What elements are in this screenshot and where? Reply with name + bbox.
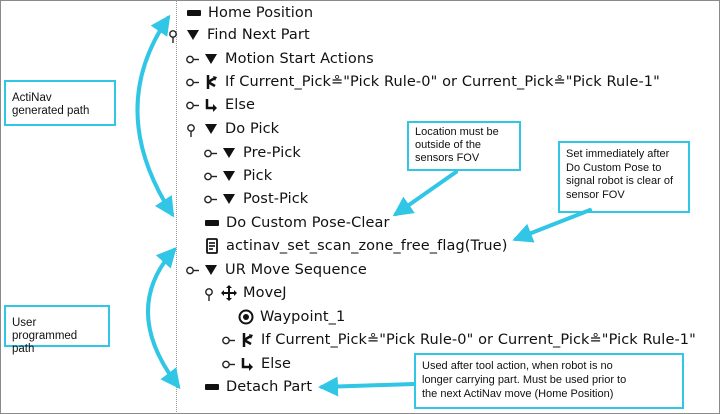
tree-row-label: Else	[225, 97, 256, 113]
bar-icon	[204, 379, 220, 395]
callout-text: sensor FOV	[566, 188, 625, 201]
callout-text: User programmed	[12, 317, 78, 342]
tree-row-script-call[interactable]: actinav_set_scan_zone_free_flag(True)	[204, 235, 507, 257]
tree-row-ur-move-sequence[interactable]: UR Move Sequence	[186, 259, 367, 281]
tree-row-label: Detach Part	[226, 379, 313, 395]
callout-text: path	[12, 343, 35, 355]
tree-row-if-condition[interactable]: If Current_Pick≗"Pick Rule-0" or Current…	[186, 71, 660, 93]
tree-row-post-pick[interactable]: Post-Pick	[204, 188, 308, 210]
tree-row-label: Find Next Part	[207, 27, 310, 43]
tree-row-label: Do Custom Pose-Clear	[226, 215, 390, 231]
expand-toggle-icon[interactable]	[186, 54, 199, 65]
waypoint-target-icon	[238, 309, 254, 325]
expand-toggle-icon[interactable]	[204, 171, 217, 182]
tree-row-label: Waypoint_1	[260, 309, 346, 325]
collapse-toggle-icon[interactable]	[168, 29, 179, 43]
script-icon	[204, 238, 220, 254]
tree-row-home-position[interactable]: Home Position	[186, 2, 313, 24]
tree-row-label: Pre-Pick	[243, 145, 301, 161]
tree-row-find-next-part[interactable]: Find Next Part	[168, 24, 310, 46]
callout-text: the next ActiNav move (Home Position)	[422, 388, 614, 400]
tree-row-movej[interactable]: MoveJ	[204, 282, 287, 304]
tree-row-do-pick[interactable]: Do Pick	[186, 118, 279, 140]
triangle-icon	[203, 262, 219, 278]
callout-text: Location must be	[415, 126, 499, 138]
bar-icon	[186, 5, 202, 21]
tree-row-detach-part[interactable]: Detach Part	[204, 376, 312, 398]
tree-row-label: If Current_Pick≗"Pick Rule-0" or Current…	[225, 74, 660, 90]
callout-text: generated path	[12, 105, 90, 117]
callout-actinav-generated-path: ActiNav generated path	[4, 80, 116, 126]
triangle-icon	[203, 121, 219, 137]
triangle-icon	[203, 51, 219, 67]
triangle-icon	[185, 27, 201, 43]
else-branch-icon	[203, 97, 219, 113]
move-cross-icon	[221, 285, 237, 301]
expand-toggle-icon[interactable]	[204, 194, 217, 205]
callout-text: sensors FOV	[415, 152, 480, 164]
tree-row-label: If Current_Pick≗"Pick Rule-0" or Current…	[261, 332, 696, 348]
tree-row-label: Motion Start Actions	[225, 51, 374, 67]
callout-text: Used after tool action, when robot is no	[422, 360, 613, 372]
tree-row-label: Pick	[243, 168, 273, 184]
expand-toggle-icon[interactable]	[204, 148, 217, 159]
tree-row-pick[interactable]: Pick	[204, 165, 272, 187]
expand-toggle-icon[interactable]	[186, 77, 199, 88]
if-branch-icon	[239, 332, 255, 348]
callout-text: signal robot is clear of	[566, 175, 673, 187]
tree-row-do-custom-pose-clear[interactable]: Do Custom Pose-Clear	[204, 212, 390, 234]
triangle-icon	[221, 168, 237, 184]
expand-toggle-icon[interactable]	[186, 100, 199, 111]
tree-row-waypoint-1[interactable]: Waypoint_1	[238, 306, 345, 328]
tree-row-label: MoveJ	[243, 285, 287, 301]
callout-text: outside of the	[415, 139, 482, 151]
callout-location-outside-fov: Location must be outside of the sensors …	[407, 121, 521, 171]
tree-row-else[interactable]: Else	[222, 353, 291, 375]
callout-text: longer carrying part. Must be used prior…	[422, 374, 627, 386]
tree-row-else[interactable]: Else	[186, 94, 255, 116]
expand-toggle-icon[interactable]	[222, 359, 235, 370]
callout-text: Do Custom Pose to	[566, 161, 662, 174]
tree-row-if-condition[interactable]: If Current_Pick≗"Pick Rule-0" or Current…	[222, 329, 696, 351]
tree-row-label: Else	[261, 356, 292, 372]
expand-toggle-icon[interactable]	[222, 335, 235, 346]
bar-icon	[204, 215, 220, 231]
if-branch-icon	[203, 74, 219, 90]
tree-row-label: Post-Pick	[243, 191, 309, 207]
tree-row-label: UR Move Sequence	[225, 262, 367, 278]
callout-text: Set immediately after	[566, 148, 670, 160]
tree-row-pre-pick[interactable]: Pre-Pick	[204, 142, 301, 164]
tree-row-label: Home Position	[208, 5, 314, 21]
callout-used-after-tool-action: Used after tool action, when robot is no…	[414, 353, 684, 409]
triangle-icon	[221, 191, 237, 207]
collapse-toggle-icon[interactable]	[204, 287, 215, 301]
triangle-icon	[221, 145, 237, 161]
tree-row-label: actinav_set_scan_zone_free_flag(True)	[226, 238, 508, 254]
tree-row-motion-start-actions[interactable]: Motion Start Actions	[186, 48, 374, 70]
expand-toggle-icon[interactable]	[186, 265, 199, 276]
callout-text: ActiNav	[12, 92, 52, 104]
else-branch-icon	[239, 356, 255, 372]
tree-row-label: Do Pick	[225, 121, 280, 137]
collapse-toggle-icon[interactable]	[186, 123, 197, 137]
callout-set-immediately-after: Set immediately after Do Custom Pose to …	[558, 141, 690, 213]
callout-user-programmed-path: User programmed path	[4, 305, 110, 355]
tree-guide-line	[176, 0, 177, 414]
